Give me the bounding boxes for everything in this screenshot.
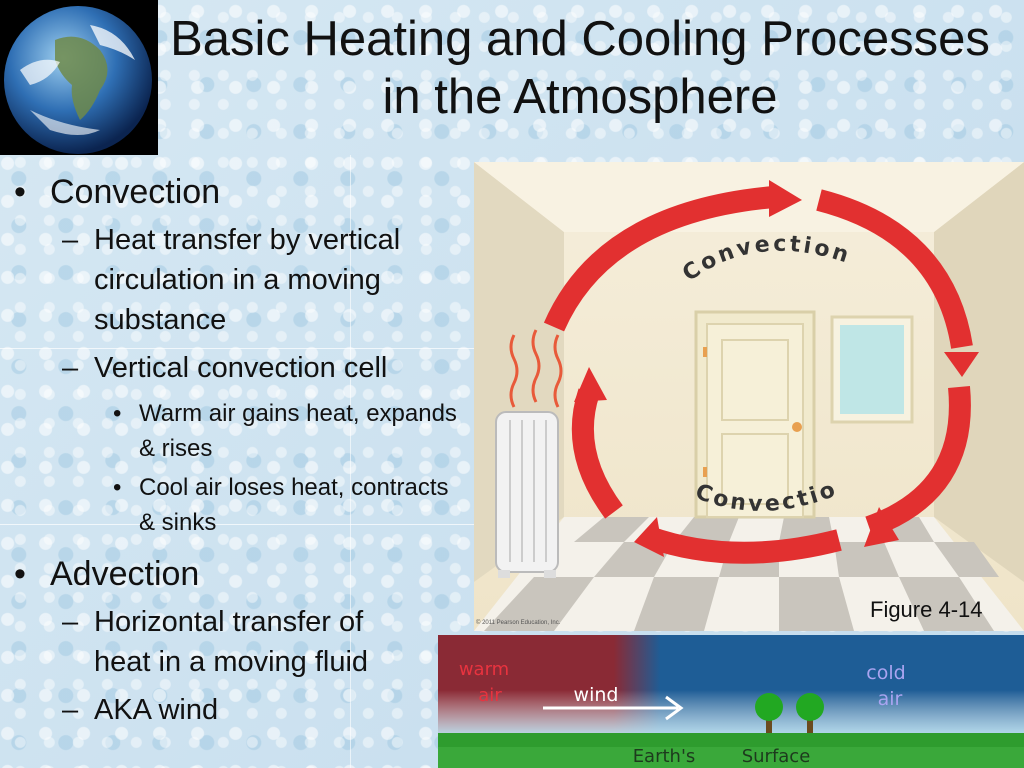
radiator bbox=[495, 411, 559, 578]
sub-sub-bullet: • Cool air loses heat, contracts & sinks bbox=[0, 470, 470, 540]
sub-bullet-text: Vertical convection cell bbox=[94, 352, 388, 384]
cold-air-label: air bbox=[878, 688, 903, 710]
sub-bullet: – Vertical convection cell bbox=[0, 348, 470, 388]
heat-waves bbox=[509, 329, 563, 408]
door bbox=[694, 310, 816, 519]
sub-bullet-text: Heat transfer by vertical circulation in… bbox=[94, 224, 401, 336]
bullet-marker: • bbox=[14, 555, 26, 593]
background-gridline bbox=[0, 524, 475, 525]
bullet-marker: • bbox=[113, 474, 122, 501]
warm-air-label: air bbox=[478, 685, 502, 706]
background-gridline bbox=[0, 348, 475, 349]
bullet-list: • Convection – Heat transfer by vertical… bbox=[0, 172, 470, 738]
figure-caption: Figure 4-14 bbox=[870, 597, 983, 622]
bullet-advection: • Advection bbox=[0, 554, 470, 594]
convection-figure: Convection Convection bbox=[474, 162, 1024, 631]
bullet-marker: • bbox=[113, 400, 122, 427]
tree-icon bbox=[796, 693, 824, 733]
dash-marker: – bbox=[62, 352, 79, 384]
bullet-text: Convection bbox=[50, 173, 221, 211]
sub-bullet-text: AKA wind bbox=[94, 694, 219, 726]
bullet-marker: • bbox=[14, 173, 26, 211]
sub-sub-bullet: • Warm air gains heat, expands & rises bbox=[0, 396, 470, 466]
ground-strip bbox=[438, 733, 1024, 747]
sub-sub-bullet-text: Cool air loses heat, contracts & sinks bbox=[139, 474, 449, 536]
advection-diagram: warm air wind cold air Earth's Surface bbox=[438, 635, 1024, 768]
dash-marker: – bbox=[62, 224, 79, 256]
sub-bullet: – Heat transfer by vertical circulation … bbox=[0, 220, 470, 340]
copyright-notice: © 2011 Pearson Education, Inc. bbox=[476, 620, 561, 626]
sub-sub-bullet-text: Warm air gains heat, expands & rises bbox=[139, 400, 457, 462]
convection-arrowheads bbox=[574, 180, 979, 557]
bullet-convection: • Convection bbox=[0, 172, 470, 212]
dash-marker: – bbox=[62, 694, 79, 726]
tree-icon bbox=[755, 693, 783, 733]
dash-marker: – bbox=[62, 606, 79, 638]
sub-bullet: – AKA wind bbox=[0, 690, 470, 730]
background-gridline bbox=[350, 155, 351, 768]
earth-globe-image bbox=[0, 0, 158, 155]
window bbox=[830, 315, 914, 424]
ground-label-earths: Earth's bbox=[633, 746, 696, 767]
sub-bullet-text: Horizontal transfer of heat in a moving … bbox=[94, 606, 369, 678]
wind-label: wind bbox=[574, 684, 619, 706]
cold-label: cold bbox=[866, 662, 905, 684]
bullet-text: Advection bbox=[50, 555, 200, 593]
wind-arrow bbox=[543, 695, 684, 721]
convection-arrows bbox=[543, 186, 973, 564]
ground-label-surface: Surface bbox=[742, 746, 811, 767]
sub-bullet: – Horizontal transfer of heat in a movin… bbox=[0, 602, 424, 682]
warm-label: warm bbox=[459, 659, 509, 680]
slide-title: Basic Heating and Cooling Processes in t… bbox=[170, 12, 990, 124]
checkered-floor bbox=[474, 517, 1024, 631]
